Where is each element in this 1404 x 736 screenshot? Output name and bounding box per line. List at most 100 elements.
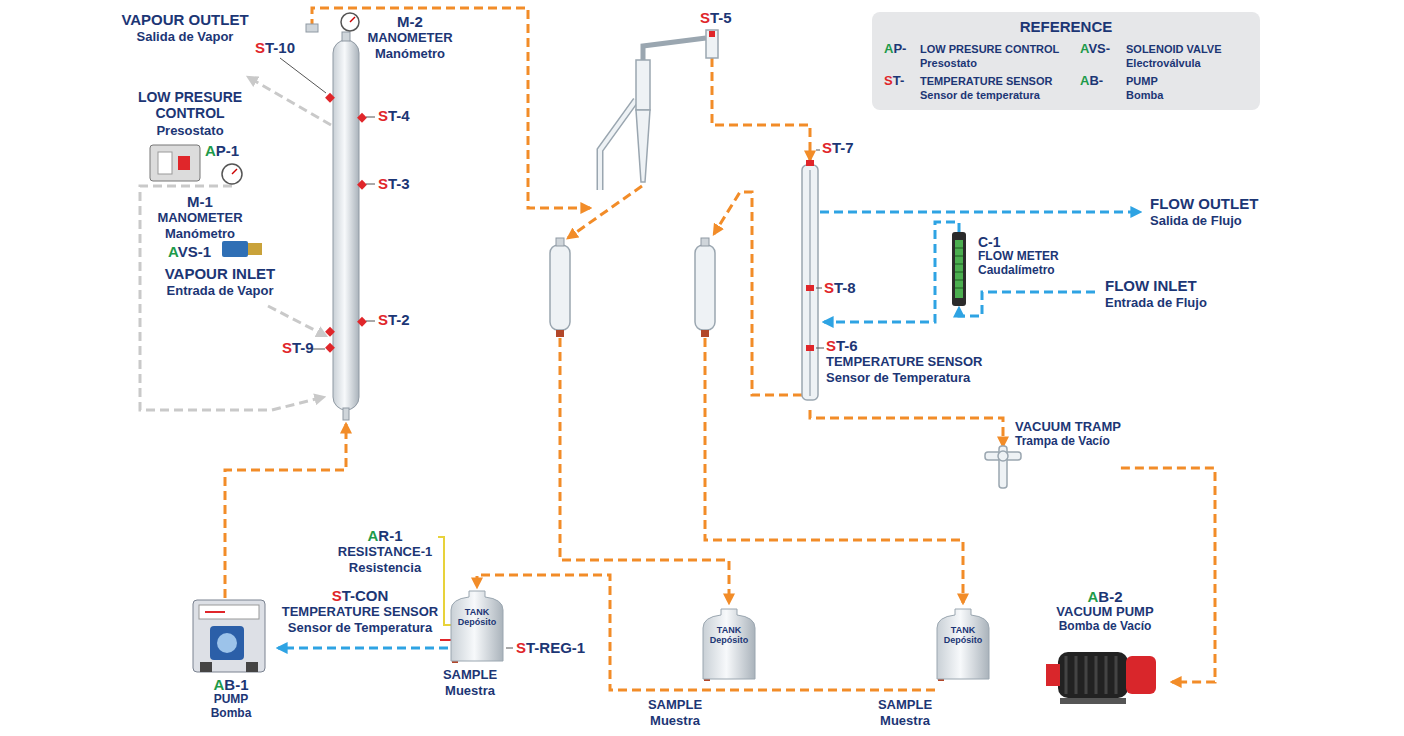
rect-shape <box>806 160 814 166</box>
component-code: VACUUM TRAMP <box>1015 420 1121 435</box>
tank-text: Depósito <box>707 635 751 645</box>
component-label: Muestra <box>880 714 930 729</box>
legend-text: AP- <box>884 42 906 57</box>
path-shape <box>232 169 237 174</box>
rect-shape <box>985 452 1021 460</box>
component-label: Bomba de Vacío <box>1040 620 1170 634</box>
path-shape <box>205 611 225 613</box>
component-label: Manómetro <box>165 227 235 242</box>
solenoid-valve <box>222 241 262 257</box>
component-label: SAMPLE <box>443 668 497 683</box>
callout-code: ST-CON <box>332 588 389 605</box>
component-label: TEMPERATURE SENSOR <box>282 605 439 620</box>
component-label: Muestra <box>650 714 700 729</box>
process-lines <box>140 8 1140 690</box>
reference-panel: REFERENCEAP-LOW PRESURE CONTROLPresostat… <box>872 12 1260 110</box>
component-label: Presostato <box>156 124 223 139</box>
callout-code: ST-6 <box>826 338 858 355</box>
rect-shape <box>695 245 715 330</box>
rect-shape <box>806 345 814 351</box>
rect-shape <box>200 662 212 672</box>
circle-shape <box>222 164 242 184</box>
path-shape <box>506 648 513 649</box>
callout-code: ST-5 <box>700 10 732 27</box>
legend-text: SOLENOID VALVE <box>1126 43 1222 56</box>
rect-shape <box>343 408 349 420</box>
path-shape <box>248 77 331 125</box>
condenser <box>802 150 824 400</box>
path-shape <box>816 150 820 151</box>
path-shape <box>312 349 325 350</box>
path-shape <box>1066 656 1116 694</box>
rect-shape <box>325 343 335 353</box>
component-label: RESISTANCE-1 <box>338 545 432 560</box>
vacuum-pump-icon <box>1046 652 1156 704</box>
component-label: Salida de Flujo <box>1150 214 1242 229</box>
flow-connector <box>278 647 448 650</box>
legend-text: Bomba <box>1126 89 1163 102</box>
path-shape <box>816 288 822 289</box>
tank-text: TANK <box>941 625 985 635</box>
rect-shape <box>556 238 564 246</box>
rect-shape <box>709 31 715 37</box>
path-shape <box>643 38 706 60</box>
component-label: Trampa de Vacío <box>1015 435 1121 449</box>
path-shape <box>280 58 326 93</box>
component-code: C-1 <box>978 234 1059 250</box>
callout-code: AR-1 <box>367 528 402 545</box>
component-node: AB-1PUMPBomba <box>186 598 276 721</box>
callout-code: M-2 <box>397 14 423 31</box>
rect-shape <box>955 240 963 298</box>
path-shape <box>809 170 811 396</box>
component-label: Entrada de Flujo <box>1105 296 1207 311</box>
rect-shape <box>1058 652 1128 698</box>
legend-text: PUMP <box>1126 75 1158 88</box>
callout-code: ST-3 <box>378 176 410 193</box>
path-shape <box>140 186 324 410</box>
rect-shape <box>357 180 367 190</box>
path-shape <box>712 58 810 160</box>
component-label: FLOW OUTLET <box>1150 196 1258 213</box>
component-code: AB-1 <box>186 676 276 693</box>
tank-text: TANK <box>707 625 751 635</box>
component-code: AB-2 <box>1040 588 1170 605</box>
legend-text: ST- <box>884 74 904 89</box>
rect-shape <box>333 40 359 410</box>
path-shape <box>568 186 642 238</box>
tank-text: TANK <box>455 607 499 617</box>
rect-shape <box>952 232 966 306</box>
path-shape <box>600 100 636 190</box>
component-label: Muestra <box>445 684 495 699</box>
tank-text: Depósito <box>941 635 985 645</box>
component-label: SAMPLE <box>878 698 932 713</box>
rect-shape <box>248 243 262 255</box>
legend-text: AB- <box>1080 74 1103 89</box>
rect-shape <box>246 662 258 672</box>
rect-shape <box>999 446 1007 488</box>
component-label: Sensor de Temperatura <box>826 371 970 386</box>
path-shape <box>366 184 375 185</box>
circle-shape <box>341 13 359 31</box>
component-label: VAPOUR INLET <box>165 266 276 283</box>
tank-text: Depósito <box>455 617 499 627</box>
rect-shape <box>325 93 335 103</box>
component-label: MANOMETER <box>367 31 452 46</box>
legend-title: REFERENCE <box>872 18 1260 35</box>
callout-code: ST-4 <box>378 108 410 125</box>
component-label: VAPOUR OUTLET <box>121 12 248 29</box>
legend-text: Presostato <box>920 57 977 70</box>
distillation-column <box>306 13 359 420</box>
path-shape <box>959 292 1095 316</box>
rect-shape <box>222 241 248 257</box>
path-shape <box>600 100 636 190</box>
path-shape <box>350 17 355 22</box>
component-label: TEMPERATURE SENSOR <box>826 355 983 370</box>
component-label: VACUUM PUMP <box>1040 605 1170 620</box>
rect-shape <box>701 330 709 337</box>
legend-text: Electroválvula <box>1126 57 1201 70</box>
path-shape <box>636 110 650 182</box>
callout-code: ST-REG-1 <box>516 640 585 657</box>
component-label: Salida de Vapor <box>137 30 234 45</box>
legend-text: TEMPERATURE SENSOR <box>920 75 1052 88</box>
component-label: LOW PRESURE CONTROL <box>134 90 246 121</box>
